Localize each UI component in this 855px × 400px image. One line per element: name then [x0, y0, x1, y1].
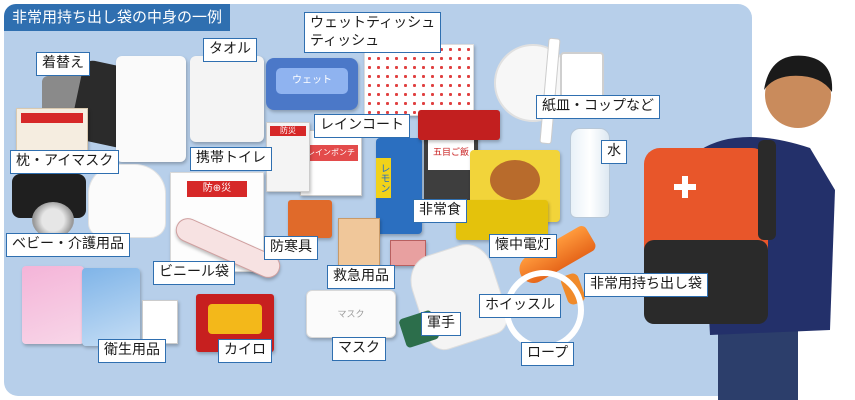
label-toilet: 携帯トイレ [190, 147, 272, 171]
hair [764, 55, 833, 92]
person-illustration [644, 55, 835, 400]
label-rope: ロープ [521, 342, 575, 366]
label-kamizara: 紙皿・コップなど [536, 95, 660, 119]
first-aid-box [338, 218, 380, 266]
thermal-blanket-pouch-label: 防⊕災 [187, 181, 247, 197]
label-wet-tissue-line2: ティッシュ [310, 32, 380, 49]
backpack-cross-icon [674, 176, 696, 198]
label-whistle: ホイッスル [479, 294, 561, 318]
portable-toilet-pack-label: 防災 [270, 126, 306, 136]
sanitary-pack-pink [22, 266, 84, 344]
label-wet-tissue-line1: ウェットティッシュ [310, 15, 436, 31]
white-towel-1 [116, 56, 186, 162]
tissue-box [364, 44, 474, 116]
label-baby: ベビー・介護用品 [6, 233, 130, 257]
wet-tissue-pack-label: ウェット [276, 68, 348, 94]
label-makura: 枕・アイマスク [10, 150, 120, 174]
eye-mask-pack [16, 108, 88, 154]
label-gunte: 軍手 [421, 312, 461, 336]
raincoat-pack: レインポンチョ [300, 130, 362, 196]
lemon-food-pack-label: レモン [376, 158, 391, 198]
content-panel: ウェット レインポンチョ 防災 レモン 五目ご飯 防⊕災 [4, 4, 752, 396]
face-mask-label: マスク [337, 310, 365, 320]
canned-milk [32, 202, 74, 238]
label-mizu: 水 [601, 140, 627, 164]
label-kaichu: 懐中電灯 [489, 234, 557, 258]
label-bokangu: 防寒具 [264, 236, 318, 260]
sanitary-pack-blue [82, 268, 140, 346]
orange-hand-warmer [288, 200, 332, 238]
label-kigae: 着替え [36, 52, 90, 76]
label-kyukyu: 救急用品 [327, 265, 395, 289]
label-vinyl: ビニール袋 [153, 261, 235, 285]
label-hijoshoku: 非常食 [413, 199, 467, 223]
bandage-box [390, 240, 426, 266]
page-title: 非常用持ち出し袋の中身の一例 [4, 4, 231, 31]
wet-tissue-pack: ウェット [266, 58, 358, 110]
rice-food-pack-label: 五目ご飯 [428, 136, 474, 170]
diaper [88, 164, 166, 238]
label-bag: 非常用持ち出し袋 [584, 273, 708, 297]
label-eisei: 衛生用品 [98, 339, 166, 363]
white-towel-2 [190, 56, 264, 142]
person-with-backpack [640, 30, 855, 400]
yellow-food-box [456, 200, 548, 240]
label-raincoat: レインコート [314, 114, 410, 138]
portable-toilet-pack: 防災 [266, 122, 310, 192]
red-food-box [418, 110, 500, 140]
label-kairo: カイロ [218, 339, 272, 363]
cotton-swab-pack [142, 300, 178, 344]
label-wet-tissue: ウェットティッシュ ティッシュ [304, 12, 442, 53]
label-taoru: タオル [203, 38, 257, 62]
backpack-strap [758, 140, 776, 240]
trousers [718, 330, 798, 400]
raincoat-pack-label: レインポンチョ [304, 145, 358, 173]
label-mask: マスク [332, 337, 386, 361]
face-mask: マスク [306, 290, 396, 338]
